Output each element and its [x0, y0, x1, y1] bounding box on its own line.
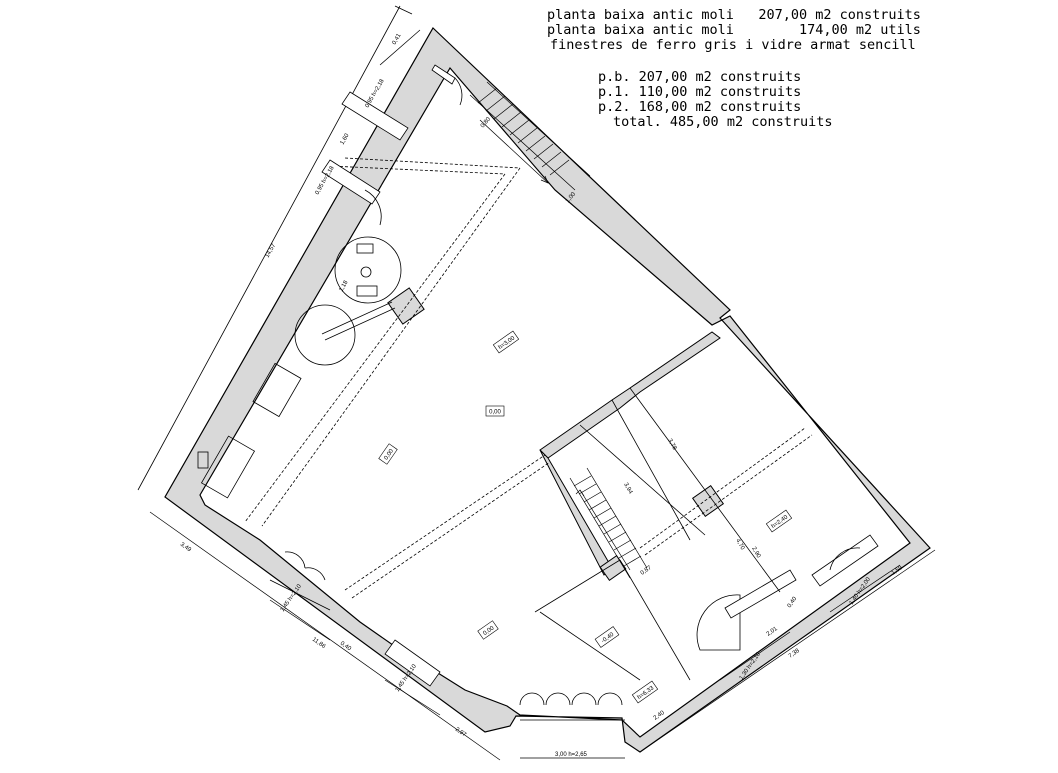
- note-usable-value: 174,00 m2 utils: [798, 22, 921, 38]
- summary-pb: p.b. 207,00 m2 construits: [598, 70, 920, 85]
- dim-right-b1: 2,40: [653, 710, 667, 722]
- walls: [164, 27, 931, 753]
- summary-p2-value: 168,00 m2 construits: [638, 99, 802, 115]
- dim-mid: 1,60: [340, 132, 351, 146]
- dim-stair: 0,80: [480, 116, 493, 129]
- openings: [269, 64, 879, 721]
- dim-inner4: 2,90: [750, 546, 761, 560]
- note-built-area: planta baixa antic moli 207,00 m2 constr…: [547, 7, 921, 23]
- note-built-label: planta baixa antic moli: [547, 7, 734, 23]
- summary-p2-label: p.2.: [598, 99, 631, 115]
- lower-stair: [569, 467, 648, 579]
- level-center: 0,00: [489, 410, 501, 416]
- level-tags: h=3,00 0,00 0,00 0,00 -0,40 h=2,40 h=6,3…: [378, 330, 793, 704]
- dim-bot-m2: 0,40: [339, 641, 353, 653]
- summary-total-label: total.: [613, 114, 662, 130]
- mill-machinery: [197, 236, 402, 499]
- note-windows: finestres de ferro gris i vidre armat se…: [550, 37, 916, 53]
- summary-p1-label: p.1.: [598, 84, 631, 100]
- summary-p1: p.1. 110,00 m2 construits: [598, 85, 920, 100]
- level-left: 0,00: [383, 448, 395, 462]
- upper-stair: [469, 81, 591, 191]
- summary-total: total. 485,00 m2 construits: [613, 115, 920, 130]
- dimension-lines: [149, 29, 936, 761]
- dim-top-short: 0,41: [392, 32, 403, 46]
- room-lines: [534, 387, 781, 681]
- stair-wall: [539, 449, 613, 576]
- dim-bot-end: 2,97: [454, 727, 468, 739]
- dim-inner2: 3,94: [622, 482, 633, 496]
- summary-p1-value: 110,00 m2 construits: [638, 84, 802, 100]
- dim-right-end: 1,59: [891, 565, 905, 577]
- dim-right-b2: 2,01: [766, 626, 780, 638]
- column-1: [387, 287, 425, 325]
- dim-door-main: 3,00 h=2,65: [555, 752, 588, 758]
- dim-inner3: 4,70: [734, 538, 745, 552]
- dim-small: 0,40: [787, 596, 799, 610]
- summary-total-value: 485,00 m2 construits: [669, 114, 833, 130]
- note-built-value: 207,00 m2 construits: [758, 7, 921, 23]
- beams: [244, 157, 813, 599]
- dim-inner1: 3,78: [666, 438, 677, 452]
- dim-right-long: 7,38: [788, 648, 802, 660]
- partition-wall: [539, 331, 721, 459]
- dim-bottom-mid: 11,86: [311, 637, 327, 651]
- dim-stair2: 0,87: [640, 565, 654, 577]
- dim-line-left: [137, 5, 401, 491]
- dim-bottom-left: 3,49: [179, 542, 193, 554]
- summary-pb-label: p.b.: [598, 69, 631, 85]
- dim-mill: 1,18: [339, 279, 350, 293]
- summary-p2: p.2. 168,00 m2 construits: [598, 100, 920, 115]
- column-2: [691, 484, 725, 518]
- summary-pb-value: 207,00 m2 construits: [638, 69, 802, 85]
- dim-long-left: 14,57: [265, 242, 278, 259]
- level-bottom: 0,00: [482, 625, 496, 637]
- note-usable-label: planta baixa antic moli: [547, 22, 734, 38]
- plan-notes: planta baixa antic moli 207,00 m2 constr…: [520, 7, 921, 130]
- dim-win-top: 0,95 h=2,18: [365, 78, 386, 109]
- note-usable-area: planta baixa antic moli 174,00 m2 utils: [547, 22, 921, 38]
